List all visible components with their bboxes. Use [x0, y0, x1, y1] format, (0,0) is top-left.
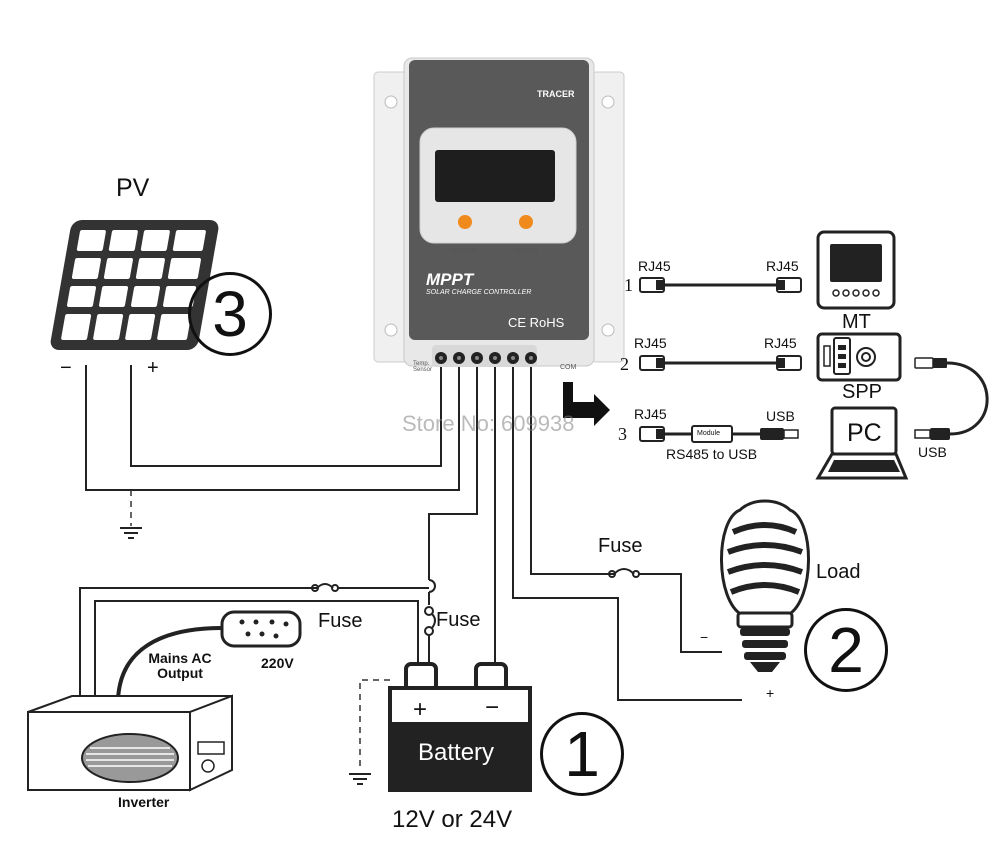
- battery-icon: [388, 662, 532, 792]
- controller-subtitle: SOLAR CHARGE CONTROLLER: [426, 289, 532, 296]
- select-label: SELECT: [449, 248, 477, 255]
- pv-title: PV: [116, 174, 150, 202]
- arrow-icon: [563, 382, 610, 426]
- controller-brand: TRACER: [537, 89, 575, 99]
- load-minus-wire: [530, 358, 614, 575]
- comm-row2-num: 2: [620, 354, 629, 374]
- load-label: Load: [816, 561, 861, 583]
- power-outlet-icon: [220, 610, 302, 648]
- light-bulb-icon: [720, 499, 810, 672]
- com-label: COM: [560, 364, 577, 371]
- load-plus-wire: [512, 358, 742, 701]
- inverter-icon: [27, 694, 233, 792]
- load-fuse-label: Fuse: [598, 535, 643, 557]
- enter-label: ENTER: [514, 248, 538, 255]
- outlet-voltage: 220V: [261, 655, 294, 671]
- load-number-badge: 2: [804, 608, 888, 692]
- mt-meter-icon: [816, 230, 896, 310]
- charge-controller: [373, 57, 625, 367]
- load-plus: +: [766, 685, 775, 701]
- laptop-icon: [815, 406, 909, 480]
- rs485-usb-caption: RS485 to USB: [666, 446, 758, 462]
- comm-row1-right: RJ45: [766, 258, 799, 274]
- comm-row3-left: RJ45: [634, 406, 667, 422]
- store-watermark: Store No: 609938: [402, 411, 575, 436]
- load-minus: −: [700, 629, 709, 645]
- spp-label: SPP: [842, 381, 883, 403]
- comm-row1-left: RJ45: [638, 258, 671, 274]
- battery-plus-wire: [428, 358, 478, 580]
- battery-minus: −: [485, 694, 500, 721]
- solar-panel-icon: [50, 220, 219, 350]
- battery-label: Battery: [418, 739, 495, 766]
- usb-label: USB: [918, 444, 947, 460]
- rj45-cable-2: [639, 355, 802, 371]
- comm-row3-right: USB: [766, 408, 795, 424]
- battery-fuse-label: Fuse: [436, 609, 481, 631]
- comm-row2-left: RJ45: [634, 335, 667, 351]
- mppt-label: MPPT: [426, 270, 474, 289]
- pv-minus-wire: [85, 358, 460, 491]
- mains-output-label: Mains AC Output: [148, 650, 212, 681]
- rj45-cable-1: [639, 277, 802, 293]
- module-label: Module: [697, 430, 720, 437]
- rs485-usb-cable: [639, 425, 799, 443]
- spp-usb-cable: [914, 357, 989, 440]
- pv-plus-wire: [130, 358, 442, 467]
- mt-label: MT: [842, 311, 871, 333]
- battery-voltage: 12V or 24V: [392, 806, 513, 833]
- inverter-fuse-label: Fuse: [318, 610, 363, 632]
- pc-label: PC: [847, 419, 882, 447]
- pv-plus: +: [147, 357, 159, 379]
- comm-row1-num: 1: [624, 275, 633, 295]
- pv-minus: −: [60, 357, 72, 379]
- temp-sensor-label: Temp. Sensor: [413, 361, 433, 373]
- comm-row3-num: 3: [618, 424, 627, 444]
- cert-label: CE RoHS: [508, 315, 565, 330]
- battery-number-badge: 1: [540, 712, 624, 796]
- battery-plus: +: [413, 696, 428, 723]
- comm-row2-right: RJ45: [764, 335, 797, 351]
- pv-number-badge: 3: [188, 272, 272, 356]
- inverter-label: Inverter: [118, 794, 170, 810]
- spp-module-icon: [816, 332, 902, 382]
